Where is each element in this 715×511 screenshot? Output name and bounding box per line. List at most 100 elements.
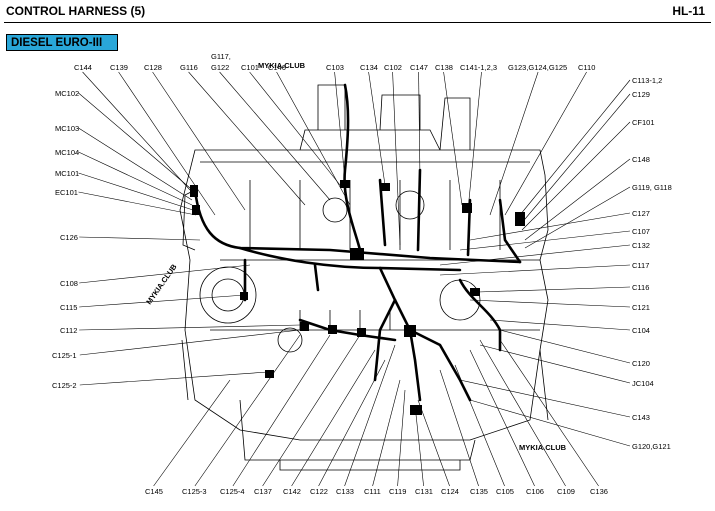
leader-line-right-2 — [521, 121, 631, 231]
leader-line-top-1 — [118, 71, 216, 216]
callout-label-top-12: C138 — [435, 63, 453, 72]
leader-line-right-10 — [469, 299, 631, 308]
callout-label-top-10: C102 — [384, 63, 402, 72]
callout-label-left-0: MC102 — [55, 89, 79, 98]
callout-label-right-15: G120,G121 — [632, 442, 671, 451]
callout-label-right-4: G119, G118 — [632, 183, 672, 192]
callout-label-right-8: C117 — [632, 261, 649, 270]
leader-line-bottom-6 — [344, 344, 396, 487]
callout-label-top-2: C128 — [144, 63, 162, 72]
leader-line-bottom-8 — [397, 389, 406, 487]
leader-line-right-1 — [519, 93, 631, 226]
page-title: CONTROL HARNESS (5) — [6, 4, 146, 18]
leader-line-top-12 — [443, 71, 463, 206]
leader-line-left-8 — [79, 324, 301, 331]
callout-label-right-12: C120 — [632, 359, 650, 368]
leader-line-bottom-2 — [232, 334, 331, 487]
leader-line-top-13 — [467, 71, 482, 211]
leader-line-top-11 — [418, 71, 421, 181]
callout-label-right-7: C132 — [632, 241, 650, 250]
leader-line-top-2 — [152, 71, 246, 211]
callout-label-bottom-8: C119 — [389, 487, 406, 496]
callout-label-right-0: C113-1,2 — [632, 76, 662, 85]
callout-label-right-11: C104 — [632, 326, 650, 335]
callout-label-bottom-3: C137 — [254, 487, 272, 496]
leader-line-top-5 — [219, 71, 331, 201]
watermark-diagonal: MYKIA.CLUB — [144, 262, 179, 306]
leader-line-left-6 — [79, 264, 251, 284]
callout-leader-lines — [78, 71, 631, 487]
page-number: HL-11 — [672, 4, 705, 18]
callout-label-left-6: C108 — [60, 279, 78, 288]
callout-label-top-13: C141-1,2,3 — [460, 63, 497, 72]
leader-line-right-6 — [459, 230, 631, 251]
leader-line-right-15 — [469, 399, 631, 447]
leader-line-top-8 — [334, 71, 346, 181]
callout-label-bottom-14: C109 — [557, 487, 575, 496]
callout-label-top-8: C103 — [326, 63, 344, 72]
callout-label-bottom-5: C122 — [310, 487, 328, 496]
leader-line-left-1 — [78, 127, 193, 201]
leader-line-bottom-14 — [479, 339, 566, 487]
callout-label-top-11: C147 — [410, 63, 428, 72]
callout-label-left-7: C115 — [60, 303, 77, 312]
leader-line-right-12 — [499, 329, 631, 364]
leader-line-right-4 — [524, 186, 631, 249]
header-rule — [4, 22, 711, 23]
leader-line-bottom-9 — [414, 404, 424, 487]
callout-label-bottom-11: C135 — [470, 487, 488, 496]
callout-label-top-3: G116 — [180, 63, 198, 72]
leader-line-left-2 — [78, 151, 193, 206]
callout-label-left-1: MC103 — [55, 124, 79, 133]
callout-label-top-6: C101 — [241, 63, 259, 72]
callout-label-right-6: C107 — [632, 227, 650, 236]
callout-label-top-7: C146 — [268, 63, 286, 72]
callout-label-bottom-2: C125-4 — [220, 487, 245, 496]
callout-label-right-5: C127 — [632, 209, 650, 218]
callout-label-right-13: JC104 — [632, 379, 654, 388]
callout-label-right-2: CF101 — [632, 118, 655, 127]
callout-label-top-0: C144 — [74, 63, 92, 72]
callout-label-left-3: MC101 — [55, 169, 79, 178]
leader-line-top-3 — [188, 71, 306, 206]
leader-line-left-3 — [78, 172, 194, 211]
callout-label-bottom-9: C131 — [415, 487, 433, 496]
leader-line-left-7 — [79, 294, 246, 308]
leader-line-left-5 — [79, 236, 201, 241]
callout-label-right-1: C129 — [632, 90, 650, 99]
leader-line-left-4 — [78, 191, 197, 216]
leader-line-right-14 — [459, 379, 631, 418]
leader-line-top-14 — [489, 71, 539, 216]
leader-line-bottom-10 — [417, 399, 450, 487]
leader-line-bottom-7 — [372, 379, 401, 487]
callout-label-right-3: C148 — [632, 155, 650, 164]
callout-label-top-14: G123,G124,G125 — [508, 63, 567, 72]
callout-label-bottom-15: C136 — [590, 487, 608, 496]
leader-line-right-5 — [469, 212, 631, 241]
watermark-top: MYKIA.CLUB — [258, 61, 306, 70]
leader-line-bottom-1 — [194, 334, 301, 487]
leader-line-bottom-4 — [291, 349, 376, 487]
callout-label-bottom-1: C125-3 — [182, 487, 207, 496]
leader-line-right-9 — [477, 286, 631, 293]
leader-line-bottom-12 — [454, 364, 505, 487]
leader-line-bottom-11 — [439, 369, 479, 487]
callout-label-left-8: C112 — [60, 326, 77, 335]
leader-line-bottom-5 — [318, 359, 386, 487]
callout-label-bottom-13: C106 — [526, 487, 544, 496]
callout-label-left-9: C125-1 — [52, 351, 77, 360]
leader-line-bottom-13 — [469, 349, 535, 487]
leader-line-bottom-3 — [262, 334, 361, 487]
callout-label-right-9: C116 — [632, 283, 649, 292]
leader-line-right-8 — [439, 264, 631, 276]
leader-line-top-7 — [276, 71, 351, 206]
leader-line-top-6 — [249, 71, 341, 186]
engine-outline — [179, 84, 549, 471]
callout-label-top-4: G117, — [211, 52, 231, 61]
leader-line-left-10 — [79, 371, 269, 386]
callout-label-left-10: C125-2 — [52, 381, 77, 390]
leader-line-top-0 — [82, 71, 191, 191]
leader-line-bottom-0 — [153, 379, 231, 487]
